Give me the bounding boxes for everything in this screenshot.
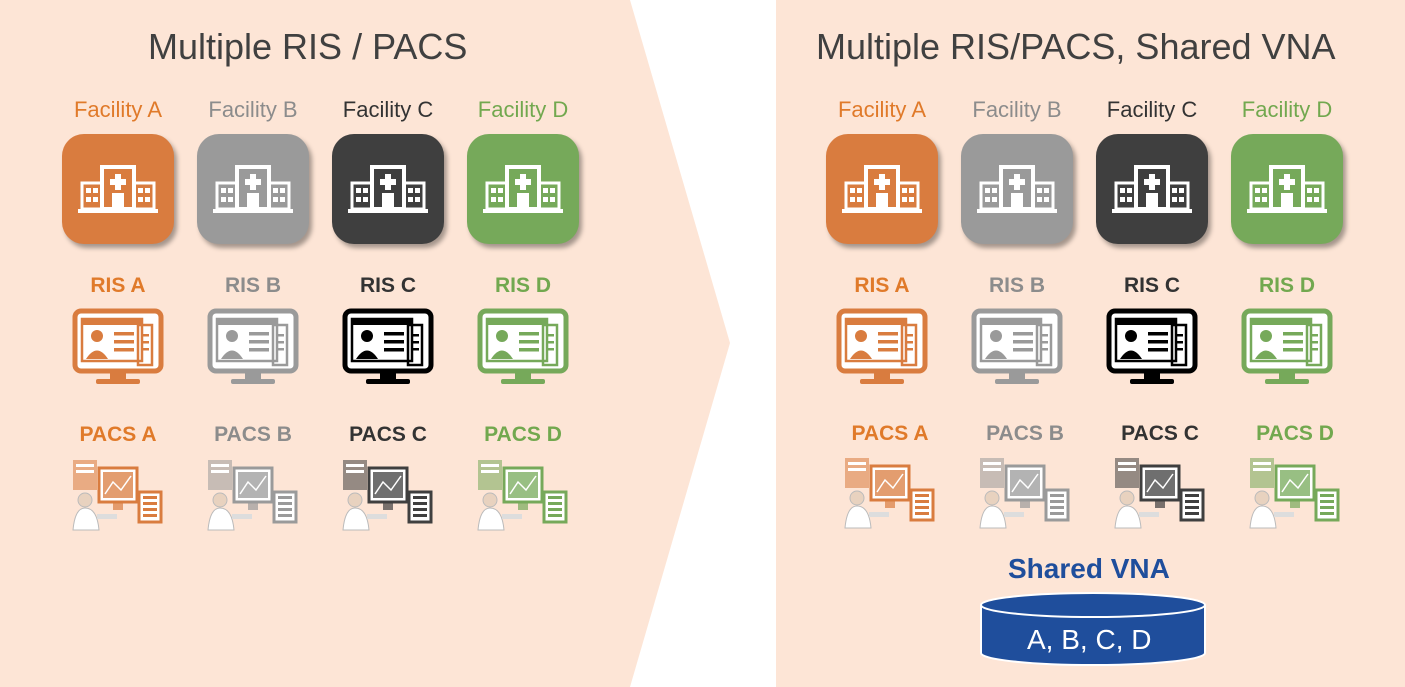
ris-monitor	[477, 308, 569, 390]
ris-label: RIS D	[494, 274, 551, 297]
left-title: Multiple RIS / PACS	[148, 26, 468, 67]
ris-monitor-icon	[836, 308, 928, 384]
facility-label: Facility B	[208, 97, 298, 122]
pacs-workstation-icon	[72, 460, 163, 531]
facility-tile	[467, 134, 579, 244]
facility-label: Facility B	[972, 97, 1062, 122]
facility-tile	[961, 134, 1073, 244]
pacs-label: PACS C	[1121, 422, 1199, 445]
facility-label: Facility A	[73, 97, 163, 122]
pacs-label: PACS B	[986, 422, 1064, 445]
ris-monitor	[207, 308, 299, 390]
hospital-building-icon	[1247, 165, 1327, 213]
facility-tile	[332, 134, 444, 244]
pacs-workstation-icon	[207, 460, 298, 531]
pacs-label: PACS C	[349, 423, 427, 446]
facility-tile	[826, 134, 938, 244]
ris-monitor-icon	[1241, 308, 1333, 384]
ris-monitor-icon	[207, 308, 299, 384]
pacs-workstation	[1248, 456, 1342, 530]
hospital-building-icon	[483, 165, 563, 213]
hospital-building-icon	[977, 165, 1057, 213]
shared-vna-contents: A, B, C, D	[1027, 624, 1152, 655]
hospital-building-icon	[348, 165, 428, 213]
ris-monitor-icon	[477, 308, 569, 384]
hospital-building-icon	[78, 165, 158, 213]
pacs-label: PACS A	[79, 423, 157, 446]
hospital-building-icon	[842, 165, 922, 213]
ris-monitor-icon	[72, 308, 164, 384]
facility-tile	[197, 134, 309, 244]
pacs-label: PACS D	[484, 423, 562, 446]
ris-label: RIS B	[224, 274, 281, 297]
pacs-label: PACS A	[851, 422, 929, 445]
pacs-workstation	[476, 458, 570, 532]
facility-label: Facility D	[477, 97, 569, 122]
facility-label: Facility D	[1241, 97, 1333, 122]
pacs-label: PACS D	[1256, 422, 1334, 445]
pacs-workstation	[1113, 456, 1207, 530]
facility-label: Facility C	[1106, 97, 1198, 122]
pacs-workstation	[206, 458, 300, 532]
facility-tile	[1096, 134, 1208, 244]
hospital-building-icon	[1112, 165, 1192, 213]
ris-monitor-icon	[1106, 308, 1198, 384]
pacs-workstation	[341, 458, 435, 532]
ris-monitor-icon	[971, 308, 1063, 384]
pacs-label: PACS B	[214, 423, 292, 446]
pacs-workstation	[71, 458, 165, 532]
ris-label: RIS A	[854, 274, 910, 297]
ris-monitor-icon	[342, 308, 434, 384]
hospital-building-icon	[213, 165, 293, 213]
ris-label: RIS A	[90, 274, 146, 297]
facility-label: Facility C	[342, 97, 434, 122]
facility-tile	[1231, 134, 1343, 244]
ris-monitor	[1241, 308, 1333, 390]
facility-tile	[62, 134, 174, 244]
ris-label: RIS C	[1123, 274, 1180, 297]
right-title: Multiple RIS/PACS, Shared VNA	[816, 26, 1336, 67]
ris-monitor	[342, 308, 434, 390]
pacs-workstation-icon	[1249, 458, 1340, 529]
facility-label: Facility A	[837, 97, 927, 122]
pacs-workstation-icon	[477, 460, 568, 531]
ris-monitor	[1106, 308, 1198, 390]
ris-label: RIS C	[359, 274, 416, 297]
ris-monitor	[836, 308, 928, 390]
pacs-workstation-icon	[1114, 458, 1205, 529]
ris-monitor	[971, 308, 1063, 390]
ris-monitor	[72, 308, 164, 390]
ris-label: RIS B	[988, 274, 1045, 297]
pacs-workstation	[843, 456, 937, 530]
shared-vna-database-icon	[980, 592, 1206, 666]
pacs-workstation-icon	[342, 460, 433, 531]
pacs-workstation-icon	[844, 458, 935, 529]
ris-label: RIS D	[1258, 274, 1315, 297]
pacs-workstation	[978, 456, 1072, 530]
pacs-workstation-icon	[979, 458, 1070, 529]
shared-vna-label: Shared VNA	[1008, 553, 1170, 584]
